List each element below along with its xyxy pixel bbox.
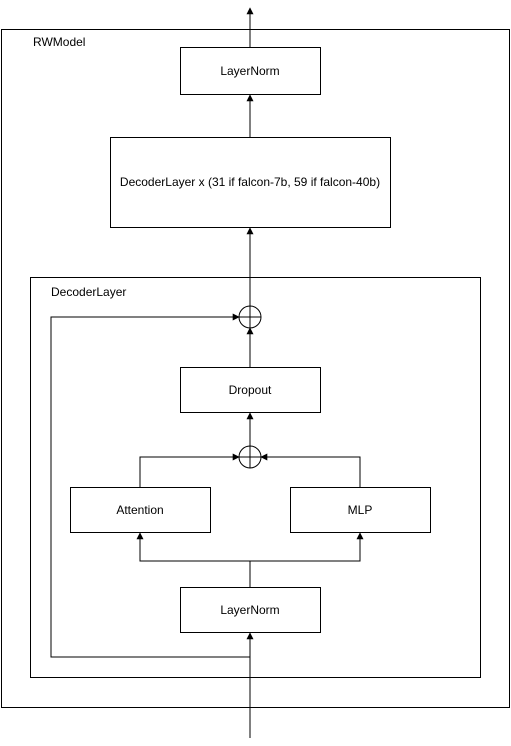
residual-skip-connection bbox=[50, 313, 250, 658]
mlp-block: MLP bbox=[290, 487, 431, 533]
bottom-layernorm-block: LayerNorm bbox=[180, 587, 321, 633]
decoder-stack-block: DecoderLayer x (31 if falcon-7b, 59 if f… bbox=[110, 137, 391, 228]
dropout-label: Dropout bbox=[229, 383, 272, 397]
attention-label: Attention bbox=[116, 503, 163, 517]
split-to-attention bbox=[136, 532, 250, 562]
mlp-label: MLP bbox=[348, 503, 373, 517]
rwmodel-label: RWModel bbox=[33, 35, 85, 49]
dropout-block: Dropout bbox=[180, 367, 321, 413]
split-to-mlp bbox=[250, 532, 364, 562]
decoderlayer-label: DecoderLayer bbox=[51, 285, 126, 299]
mlp-to-add bbox=[260, 453, 361, 487]
residual-add-top-icon bbox=[238, 305, 262, 329]
residual-add-middle-icon bbox=[238, 445, 262, 469]
attention-to-add bbox=[139, 453, 240, 487]
connectors bbox=[50, 7, 364, 738]
bottom-layernorm-label: LayerNorm bbox=[220, 603, 279, 617]
top-layernorm-label: LayerNorm bbox=[220, 64, 279, 78]
decoder-stack-label: DecoderLayer x (31 if falcon-7b, 59 if f… bbox=[120, 175, 380, 189]
decoderlayer-container bbox=[30, 277, 481, 678]
attention-block: Attention bbox=[70, 487, 211, 533]
top-layernorm-block: LayerNorm bbox=[180, 47, 321, 95]
rwmodel-container bbox=[1, 29, 510, 708]
